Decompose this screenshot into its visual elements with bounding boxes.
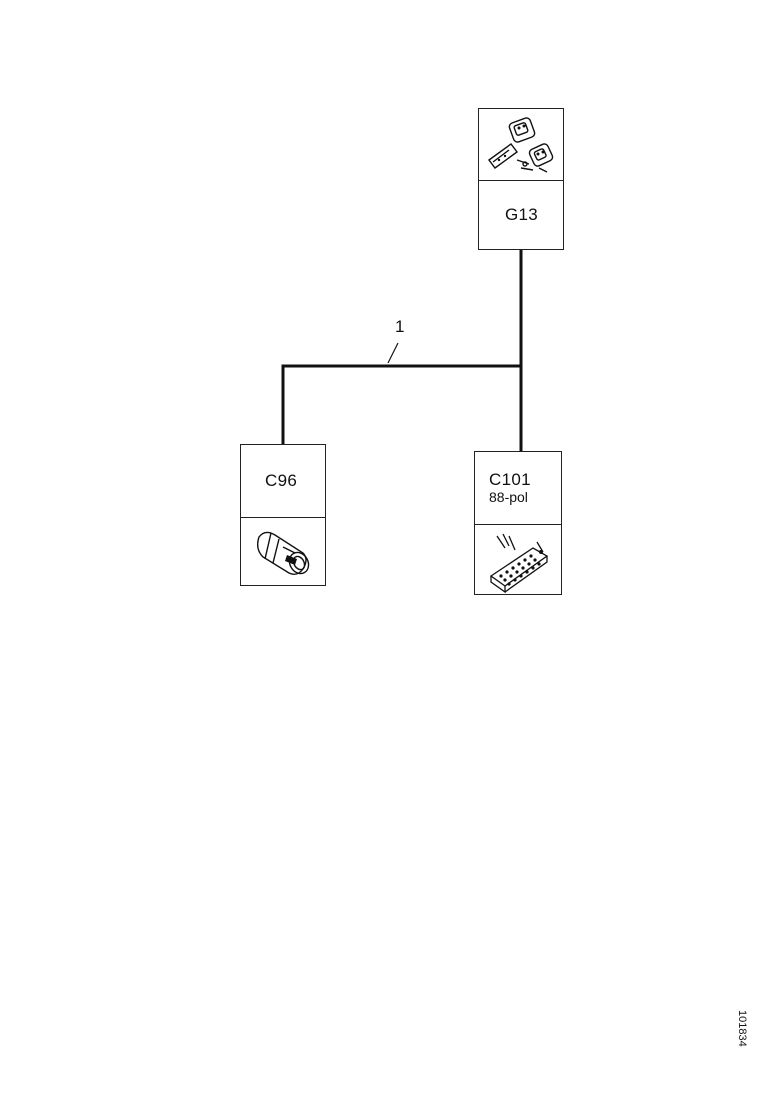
connector-c101-label: C101	[489, 469, 531, 489]
wire-label-leader	[387, 342, 399, 364]
wire-segment-main	[281, 364, 523, 446]
connector-c101-pin-count: 88-pol	[489, 489, 528, 506]
reference-number: 101834	[736, 1010, 748, 1047]
connector-g13-label: G13	[505, 205, 539, 225]
ground-connector-pair-icon	[479, 109, 563, 181]
connector-g13[interactable]: G13	[478, 108, 564, 250]
connector-c101[interactable]: C101 88-pol	[474, 451, 562, 595]
connector-c96-label: C96	[265, 471, 298, 491]
multi-pin-connector-block-icon	[475, 524, 561, 594]
round-connector-plug-icon	[241, 517, 325, 585]
connector-c96[interactable]: C96	[240, 444, 326, 586]
wire-label: 1	[395, 317, 405, 336]
